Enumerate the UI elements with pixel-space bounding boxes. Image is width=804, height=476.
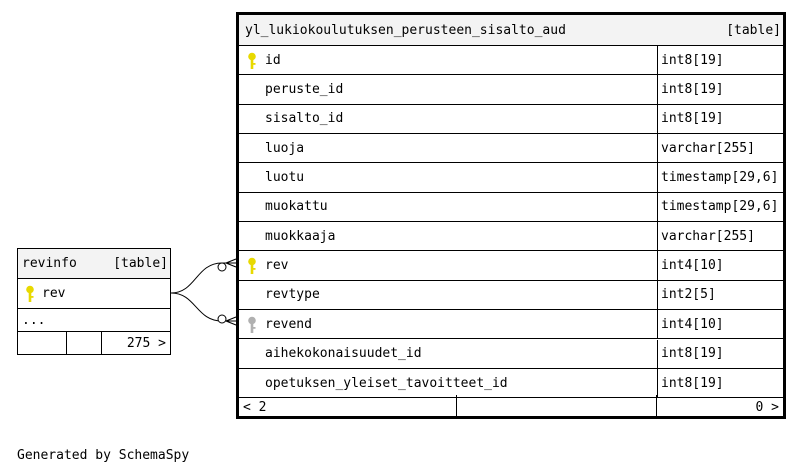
column-name[interactable]: id	[265, 52, 281, 68]
column-name[interactable]: peruste_id	[265, 82, 344, 98]
column-row[interactable]: rev int4[10]	[239, 251, 783, 281]
parents-count-link[interactable]	[18, 332, 67, 354]
column-type: int8[19]	[657, 75, 783, 104]
column-row[interactable]: aihekokonaisuudet_id int8[19]	[239, 339, 783, 369]
column-name[interactable]: luoja	[265, 140, 305, 156]
column-row[interactable]: muokattu timestamp[29,6]	[239, 192, 783, 223]
column-row[interactable]: muokkaaja varchar[255]	[239, 222, 783, 252]
column-name[interactable]: aihekokonaisuudet_id	[265, 346, 422, 362]
relationship-optional-marker-rev	[217, 262, 227, 272]
column-type: varchar[255]	[657, 134, 783, 163]
column-type: int4[10]	[657, 310, 783, 339]
column-type: varchar[255]	[657, 222, 783, 251]
table-name[interactable]: yl_lukiokoulutuksen_perusteen_sisalto_au…	[245, 22, 566, 38]
table-header[interactable]: revinfo [table]	[18, 249, 170, 279]
column-name[interactable]: revend	[265, 316, 312, 332]
column-name[interactable]: rev	[265, 258, 289, 274]
children-count-link[interactable]: 275 >	[126, 335, 166, 351]
primary-key-icon	[248, 52, 256, 69]
column-name[interactable]: revtype	[265, 287, 320, 303]
table-yl-lukiokoulutuksen-perusteen-sisalto-aud[interactable]: yl_lukiokoulutuksen_perusteen_sisalto_au…	[236, 12, 786, 419]
parents-count-link[interactable]: < 2	[243, 395, 457, 419]
column-type: int8[19]	[657, 46, 783, 75]
column-name[interactable]: sisalto_id	[265, 111, 344, 127]
column-name[interactable]: opetuksen_yleiset_tavoitteet_id	[265, 375, 508, 391]
column-type: timestamp[29,6]	[657, 163, 783, 192]
generated-by-label: Generated by SchemaSpy	[17, 448, 190, 463]
column-type: int4[10]	[657, 251, 783, 280]
column-row[interactable]: opetuksen_yleiset_tavoitteet_id int8[19]	[239, 368, 783, 399]
column-type: int8[19]	[657, 339, 783, 368]
children-count-link[interactable]: 0 >	[755, 399, 779, 415]
more-columns-indicator: ...	[22, 312, 46, 328]
column-name[interactable]: luotu	[265, 170, 305, 186]
column-row[interactable]: revtype int2[5]	[239, 280, 783, 311]
relationship-optional-marker-revend	[217, 314, 227, 324]
row-count	[67, 332, 102, 354]
primary-key-icon	[248, 258, 256, 275]
table-kind: [table]	[113, 256, 168, 271]
column-type: int8[19]	[657, 368, 783, 398]
column-row[interactable]: peruste_id int8[19]	[239, 75, 783, 105]
column-row[interactable]: id int8[19]	[239, 46, 783, 76]
column-type: timestamp[29,6]	[657, 192, 783, 222]
column-row[interactable]: sisalto_id int8[19]	[239, 104, 783, 135]
row-count	[457, 395, 657, 419]
more-columns-row: ...	[18, 309, 170, 332]
relationship-crowfoot-rev	[225, 258, 237, 268]
primary-key-icon	[26, 285, 34, 302]
column-row[interactable]: luotu timestamp[29,6]	[239, 163, 783, 193]
relationship-line-revend	[170, 292, 236, 322]
table-footer: 275 >	[18, 332, 170, 354]
table-header[interactable]: yl_lukiokoulutuksen_perusteen_sisalto_au…	[239, 15, 783, 46]
table-name[interactable]: revinfo	[22, 256, 77, 271]
foreign-key-icon	[248, 316, 256, 334]
table-footer: < 2 0 >	[239, 395, 783, 419]
column-type: int8[19]	[657, 104, 783, 134]
column-name[interactable]: muokkaaja	[265, 228, 336, 244]
column-row[interactable]: rev	[18, 279, 170, 309]
column-row[interactable]: luoja varchar[255]	[239, 134, 783, 164]
table-kind: [table]	[726, 22, 781, 38]
column-name[interactable]: muokattu	[265, 199, 328, 215]
relationship-crowfoot-revend	[225, 316, 237, 326]
column-row[interactable]: revend int4[10]	[239, 310, 783, 340]
table-revinfo[interactable]: revinfo [table] rev ... 275 >	[17, 248, 171, 355]
column-type: int2[5]	[657, 280, 783, 310]
column-name[interactable]: rev	[42, 286, 66, 301]
